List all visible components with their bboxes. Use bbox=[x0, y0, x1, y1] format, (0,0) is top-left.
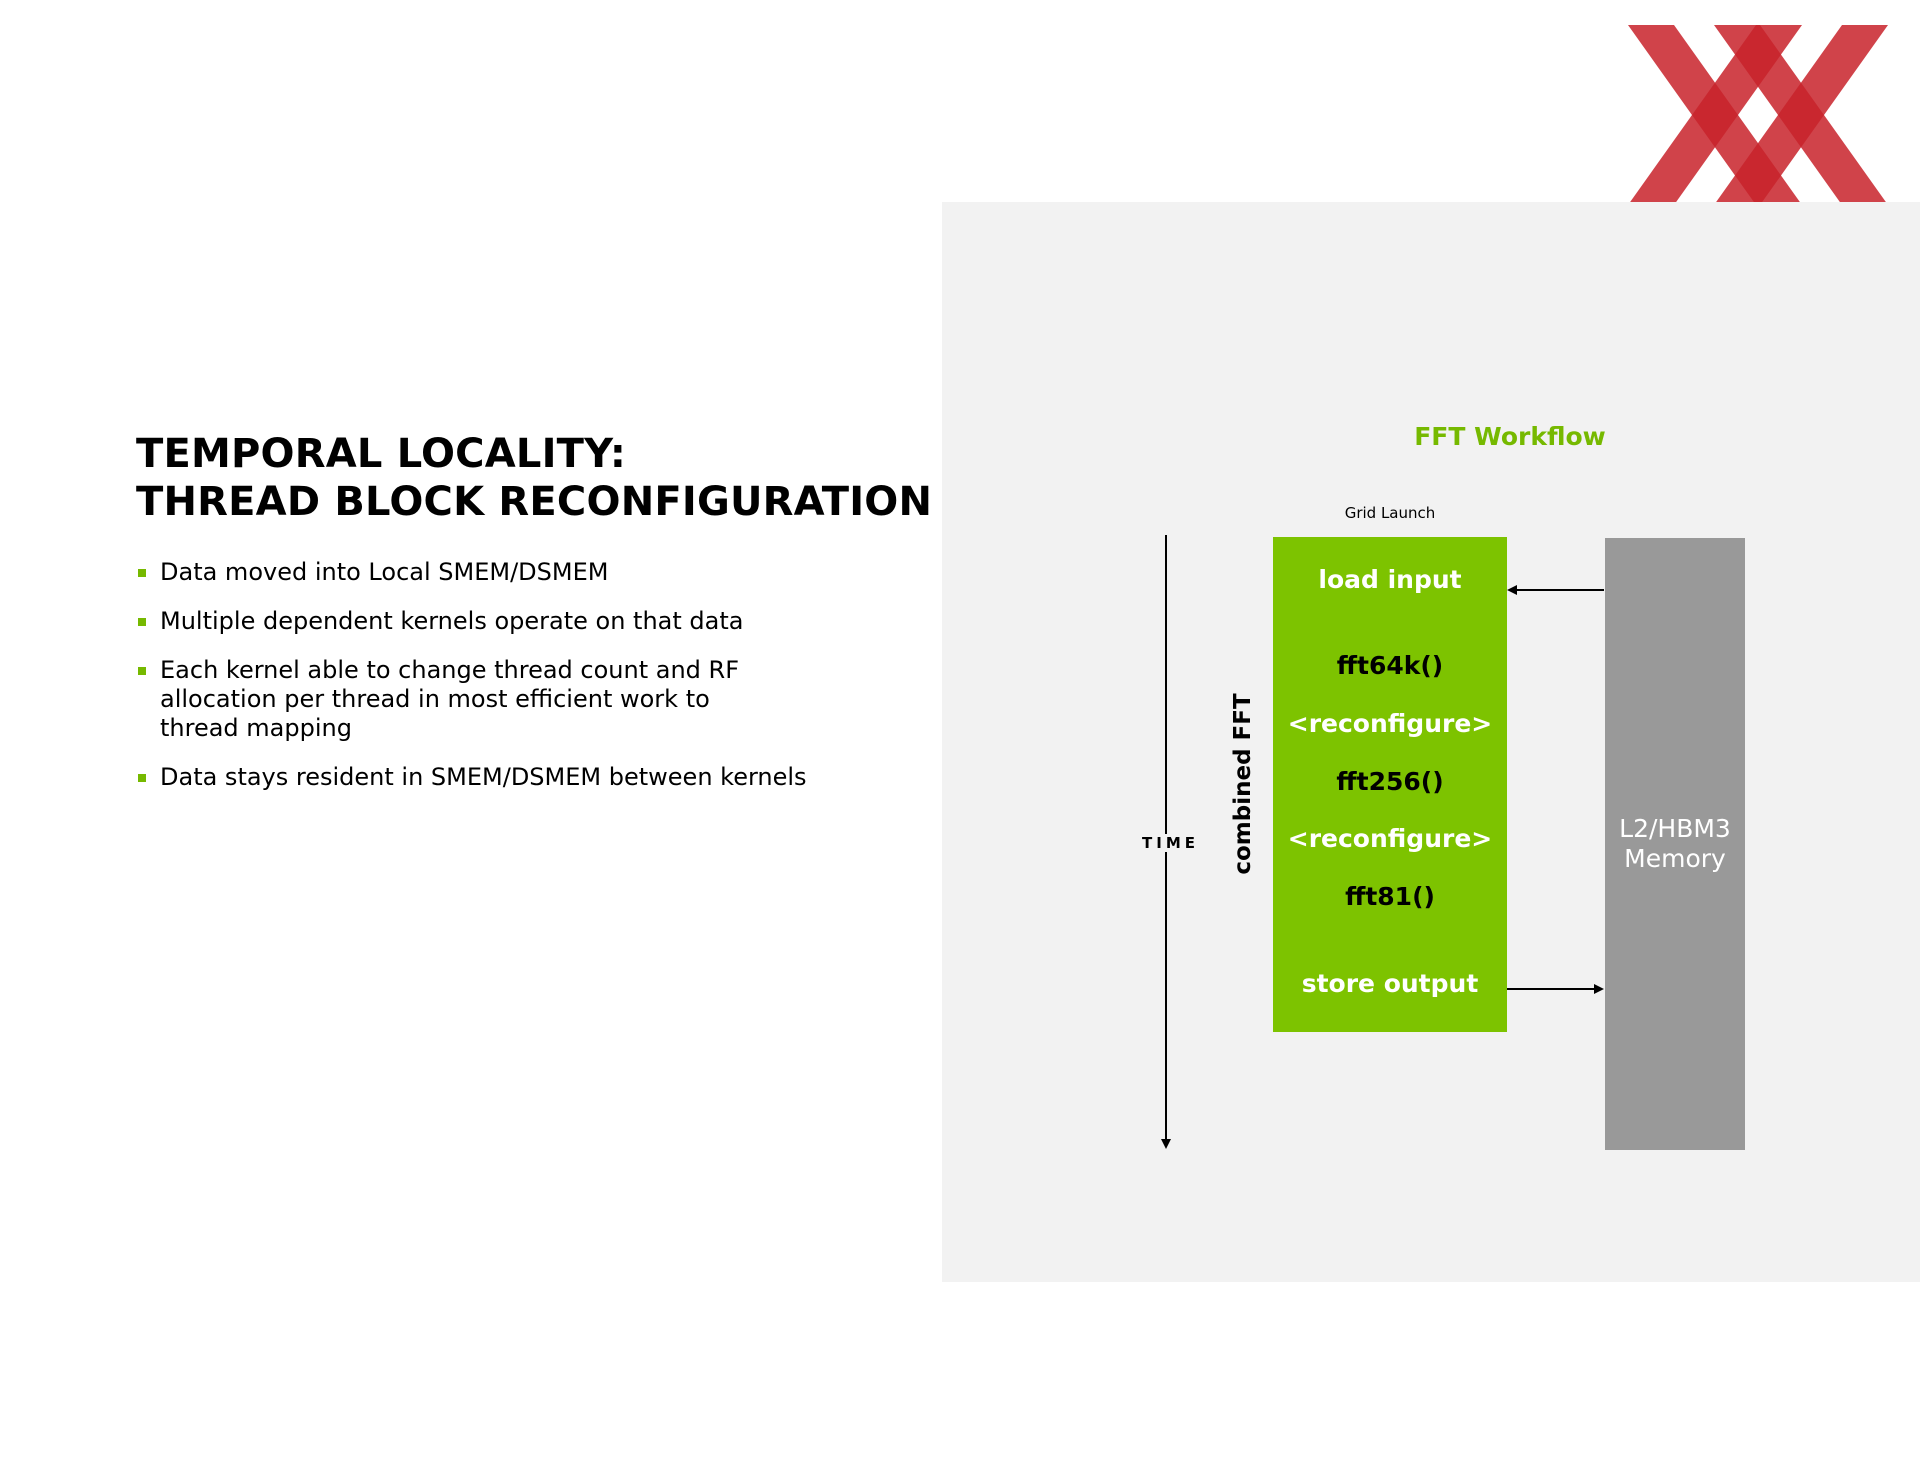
title-line-2: THREAD BLOCK RECONFIGURATION bbox=[136, 479, 933, 525]
bullet-text: Multiple dependent kernels operate on th… bbox=[160, 607, 744, 635]
diagram-title: FFT Workflow bbox=[1414, 422, 1606, 451]
step-fft256: fft256() bbox=[1336, 767, 1444, 796]
square-bullet-icon bbox=[138, 618, 146, 626]
step-reconfigure-2: <reconfigure> bbox=[1287, 824, 1493, 853]
square-bullet-icon bbox=[138, 569, 146, 577]
load-arrow bbox=[1507, 585, 1604, 595]
slide-title: TEMPORAL LOCALITY: THREAD BLOCK RECONFIG… bbox=[136, 430, 932, 526]
memory-label-line-1: L2/HBM3 bbox=[1619, 814, 1731, 843]
bullet-text: Each kernel able to change thread count … bbox=[160, 656, 740, 742]
combined-fft-text: combined FFT bbox=[1230, 693, 1256, 875]
square-bullet-icon bbox=[138, 667, 146, 675]
bullet-text: Data moved into Local SMEM/DSMEM bbox=[160, 558, 609, 586]
step-load-input: load input bbox=[1318, 565, 1462, 594]
bullet-list: Data moved into Local SMEM/DSMEM Multipl… bbox=[136, 558, 856, 812]
time-label: TIME bbox=[1142, 834, 1199, 852]
bullet-item: Data stays resident in SMEM/DSMEM betwee… bbox=[136, 763, 856, 792]
step-fft64k: fft64k() bbox=[1336, 651, 1444, 680]
fft-kernel-block: load input fft64k() <reconfigure> fft256… bbox=[1273, 537, 1507, 1032]
step-fft81: fft81() bbox=[1345, 882, 1435, 911]
memory-label-line-2: Memory bbox=[1624, 844, 1726, 873]
bullet-item: Each kernel able to change thread count … bbox=[136, 656, 760, 743]
step-store-output: store output bbox=[1301, 969, 1479, 998]
memory-block: L2/HBM3 Memory bbox=[1605, 538, 1745, 1150]
grid-launch-label: Grid Launch bbox=[1344, 504, 1436, 522]
memory-label: L2/HBM3 Memory bbox=[1605, 814, 1745, 874]
bullet-item: Multiple dependent kernels operate on th… bbox=[136, 607, 856, 636]
step-reconfigure-1: <reconfigure> bbox=[1287, 709, 1493, 738]
brand-logo-icon bbox=[1628, 25, 1896, 209]
data-flow-arrows bbox=[1507, 585, 1604, 994]
square-bullet-icon bbox=[138, 774, 146, 782]
bullet-text: Data stays resident in SMEM/DSMEM betwee… bbox=[160, 763, 807, 791]
bullet-item: Data moved into Local SMEM/DSMEM bbox=[136, 558, 856, 587]
store-arrow bbox=[1507, 984, 1604, 994]
title-line-1: TEMPORAL LOCALITY: bbox=[136, 431, 627, 477]
